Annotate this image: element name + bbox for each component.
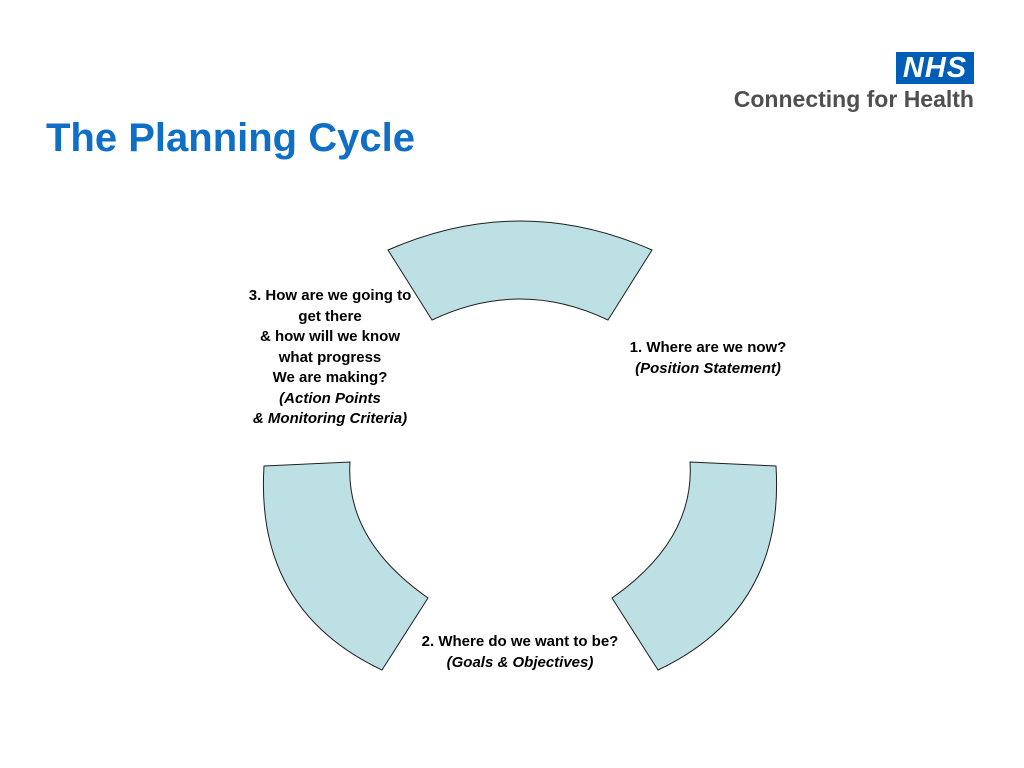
page-title: The Planning Cycle: [46, 116, 415, 160]
step-3-italic-line: (Action Points: [279, 389, 381, 407]
step-1-label: 1. Where are we now? (Position Statement…: [608, 338, 808, 379]
cycle-segment-top: [387, 220, 653, 321]
nhs-logo: NHS Connecting for Health: [700, 50, 980, 114]
step-2-italic-line: (Goals & Objectives): [446, 653, 594, 671]
step-2-line: 2. Where do we want to be?: [421, 633, 619, 650]
cycle-segment-right: [611, 461, 778, 671]
step-3-line: We are making?: [272, 369, 388, 386]
cycle-segment-left: [262, 461, 429, 671]
step-3-line: 3. How are we going to: [248, 287, 412, 304]
nhs-badge: NHS: [896, 52, 974, 84]
step-3-line: & how will we know: [259, 328, 400, 345]
step-1-italic-line: (Position Statement): [635, 359, 781, 377]
step-1-line: 1. Where are we now?: [629, 339, 787, 356]
step-3-line: get there: [298, 307, 362, 325]
step-3-italic-line: & Monitoring Criteria): [252, 410, 408, 427]
step-3-label: 3. How are we going to get there & how w…: [220, 286, 440, 430]
step-2-label: 2. Where do we want to be? (Goals & Obje…: [400, 632, 640, 673]
logo-tagline: Connecting for Health: [733, 86, 974, 112]
step-3-line: what progress: [278, 348, 382, 366]
